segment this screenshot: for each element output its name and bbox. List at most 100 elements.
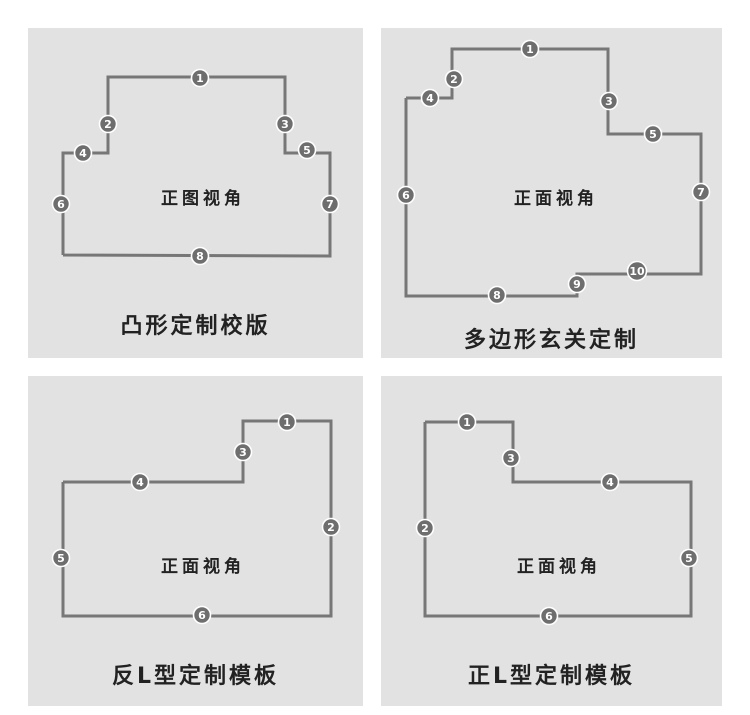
badge-number: 6 [198,609,206,622]
badge-5: 5 [643,124,663,144]
badge-circle [679,548,699,568]
badge-1: 1 [277,412,297,432]
badge-number: 5 [303,144,311,157]
badge-4: 4 [130,472,150,492]
badge-number: 1 [463,416,471,429]
badge-circle [275,114,295,134]
badge-6: 6 [396,185,416,205]
badge-number: 1 [196,72,204,85]
badge-number: 8 [196,250,204,263]
badge-4: 4 [600,472,620,492]
badge-3: 3 [501,448,521,468]
badge-number: 7 [326,198,334,211]
badge-circle [321,517,341,537]
badge-number: 2 [327,521,335,534]
badge-7: 7 [691,182,711,202]
badge-number: 1 [283,416,291,429]
badge-circle [487,285,507,305]
panel-convex: 正图视角 1 2 3 4 5 6 7 8 凸形定制校版 [28,28,363,358]
reverse-l-view-label: 正面视角 [161,556,245,577]
l-shape-view-label: 正面视角 [517,556,601,577]
badge-5: 5 [297,140,317,160]
convex-caption: 凸形定制校版 [120,314,271,339]
badge-number: 1 [526,43,534,56]
badge-number: 5 [57,552,65,565]
badge-number: 7 [697,186,705,199]
badge-3: 3 [233,442,253,462]
badge-circle [51,548,71,568]
badge-8: 8 [190,246,210,266]
badge-circle [98,114,118,134]
badge-7: 7 [320,194,340,214]
badge-circle [444,69,464,89]
badge-number: 6 [57,198,65,211]
badge-4: 4 [420,88,440,108]
badge-circle [415,518,435,538]
badge-number: 4 [79,147,87,160]
badge-circle [396,185,416,205]
badge-number: 4 [606,476,614,489]
badge-1: 1 [457,412,477,432]
convex-outline [61,75,332,258]
l-shape-caption: 正L型定制模板 [467,664,636,689]
badge-number: 2 [104,118,112,131]
badge-circle [520,39,540,59]
badge-number: 6 [545,610,553,623]
badge-3: 3 [599,91,619,111]
badge-number: 4 [426,92,434,105]
badge-circle [599,91,619,111]
badge-circle [501,448,521,468]
badge-circle [73,143,93,163]
badge-number: 5 [649,128,657,141]
badge-number: 3 [281,118,289,131]
badge-10: 10 [626,260,648,282]
badge-9: 9 [567,274,587,294]
convex-view-label: 正图视角 [161,188,245,209]
badge-6: 6 [539,606,559,626]
badge-6: 6 [192,605,212,625]
badge-circle [51,194,71,214]
badge-circle [192,605,212,625]
reverse-l-diagram: 正面视角 1 2 3 4 5 6 [51,412,341,625]
badge-circle [626,260,648,282]
badge-circle [539,606,559,626]
badge-number: 10 [629,265,645,278]
badge-circle [233,442,253,462]
badge-1: 1 [190,68,210,88]
badge-number: 3 [239,446,247,459]
badge-3: 3 [275,114,295,134]
badge-circle [457,412,477,432]
badge-circle [297,140,317,160]
reverse-l-caption: 反L型定制模板 [111,664,280,689]
badge-circle [130,472,150,492]
panel-reverse-l: 正面视角 1 2 3 4 5 6 反L型定制模板 [28,376,363,706]
polygon-view-label: 正面视角 [514,188,598,209]
l-shape-outline [423,420,693,618]
badge-number: 9 [573,278,581,291]
convex-badges: 1 2 3 4 5 6 7 8 [51,68,340,266]
badge-circle [190,68,210,88]
badge-circle [277,412,297,432]
badge-circle [691,182,711,202]
badge-number: 3 [605,95,613,108]
reverse-l-outline [61,419,333,618]
badge-circle [600,472,620,492]
badge-5: 5 [679,548,699,568]
badge-number: 2 [450,73,458,86]
badge-1: 1 [520,39,540,59]
badge-2: 2 [98,114,118,134]
badge-circle [320,194,340,214]
badge-number: 3 [507,452,515,465]
reverse-l-badges: 1 2 3 4 5 6 [51,412,341,625]
polygon-outline [404,47,703,298]
badge-4: 4 [73,143,93,163]
badge-2: 2 [321,517,341,537]
badge-number: 6 [402,189,410,202]
badge-circle [567,274,587,294]
badge-circle [420,88,440,108]
badge-5: 5 [51,548,71,568]
